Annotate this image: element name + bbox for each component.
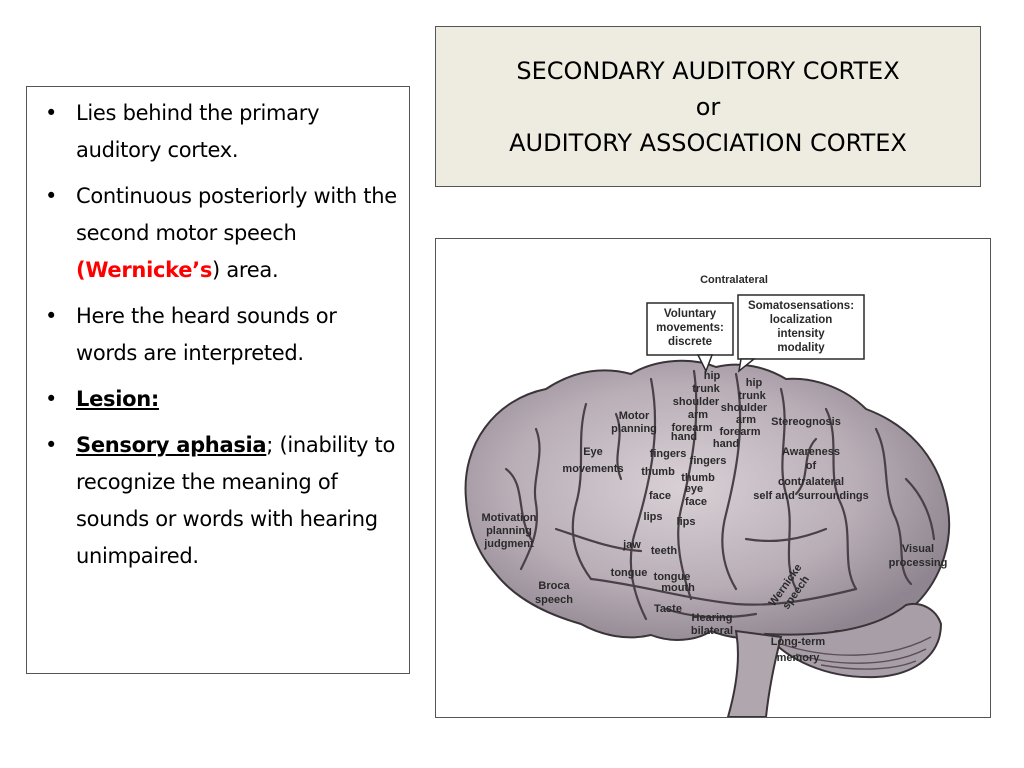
callout-right-line-1: Somatosensations: (748, 300, 854, 312)
motor-face: face (649, 490, 671, 502)
motor-forearm: forearm (672, 422, 713, 434)
awareness-line-2: of (806, 460, 817, 472)
broca-line-2: speech (535, 594, 573, 606)
bullet-text: Lies behind the primary auditory cortex. (76, 101, 320, 162)
memory-line-1: Long-term (771, 636, 826, 648)
motor-thumb: thumb (641, 466, 675, 478)
motor-jaw: jaw (622, 539, 641, 551)
sensory-fingers: fingers (690, 455, 727, 467)
callout-right-line-2: localization (770, 314, 833, 326)
bullet-item: • Lies behind the primary auditory corte… (45, 95, 403, 169)
awareness-line-4: self and surroundings (753, 490, 869, 502)
motor-arm: arm (688, 409, 708, 421)
memory-line-2: memory (777, 652, 821, 664)
bullet-dot-icon: • (45, 433, 58, 457)
title-line-2: or (695, 92, 721, 121)
bullet-text: area. (219, 258, 279, 282)
bullet-dot-icon: • (45, 304, 58, 328)
title-line-1: SECONDARY AUDITORY CORTEX (516, 56, 900, 85)
brainstem-shape (726, 629, 783, 717)
eye-movements-line-1: Eye (583, 446, 603, 458)
motor-shoulder: shoulder (673, 396, 720, 408)
sensory-strip-labels: hip trunk shoulder arm forearm hand fing… (651, 377, 768, 615)
bullet-text: ; (inability to recognize the meaning of… (76, 433, 396, 568)
motor-planning-line-1: Motor (619, 410, 650, 422)
cerebellum-folds (780, 636, 932, 670)
lesion-heading: Lesion: (76, 387, 159, 411)
broca-line-1: Broca (538, 580, 570, 592)
taste-label: Taste (654, 603, 682, 615)
bullet-text: Here the heard sounds or words are inter… (76, 304, 337, 365)
motor-strip-labels: hip trunk shoulder arm forearm hand fing… (611, 370, 721, 579)
bullet-item: • Continuous posteriorly with the second… (45, 178, 403, 289)
sensory-face: face (685, 496, 707, 508)
motivation-line-3: judgment (483, 538, 534, 550)
callout-right-line-3: intensity (777, 328, 825, 340)
visual-line-1: Visual (902, 543, 934, 555)
motor-planning-line-2: planning (611, 423, 657, 435)
motor-lips: lips (644, 511, 663, 523)
bullet-dot-icon: • (45, 184, 58, 208)
sensory-mouth: mouth (661, 582, 695, 594)
visual-line-2: processing (889, 557, 948, 569)
sensory-arm: arm (736, 414, 756, 426)
bullet-item: • Here the heard sounds or words are int… (45, 298, 403, 372)
bullet-text: Continuous posteriorly with the second m… (76, 184, 397, 245)
motor-trunk: trunk (692, 383, 720, 395)
sensory-shoulder: shoulder (721, 402, 768, 414)
motor-hip: hip (704, 370, 721, 382)
sensory-teeth: teeth (651, 545, 678, 557)
awareness-line-3: contralateral (778, 476, 844, 488)
brain-figure: Voluntary movements: discrete Somatosens… (435, 238, 991, 718)
bullet-dot-icon: • (45, 387, 58, 411)
title-line-3: AUDITORY ASSOCIATION CORTEX (509, 128, 907, 157)
motor-hand: hand (671, 431, 697, 443)
sensory-forearm: forearm (720, 426, 761, 438)
sensory-thumb: thumb (681, 472, 715, 484)
bullet-paren-open: ( (76, 258, 86, 282)
sensory-hand: hand (713, 438, 739, 450)
awareness-line-1: Awareness (782, 446, 840, 458)
bullet-text-box: • Lies behind the primary auditory corte… (26, 86, 410, 674)
callout-somatosensations: Somatosensations: localization intensity… (737, 294, 865, 373)
sensory-lips: lips (677, 516, 696, 528)
hearing-line-1: Hearing (692, 612, 733, 624)
gyri-folds (504, 369, 936, 621)
bullet-paren-close: ) (212, 258, 220, 282)
sensory-trunk: trunk (738, 390, 766, 402)
callout-left-line-1: Voluntary (664, 308, 717, 320)
bullet-item: • Lesion: (45, 381, 403, 418)
hearing-line-2: bilateral (691, 625, 733, 637)
bullet-list: • Lies behind the primary auditory corte… (45, 95, 403, 575)
cerebrum-shape (464, 359, 951, 641)
wernicke-highlight: Wernicke’s (85, 258, 213, 282)
contralateral-label: Contralateral (700, 274, 768, 286)
motivation-line-2: planning (486, 525, 532, 537)
slide-title-box: SECONDARY AUDITORY CORTEX or AUDITORY AS… (435, 26, 981, 187)
bullet-item: • Sensory aphasia; (inability to recogni… (45, 427, 403, 575)
sensory-hip: hip (746, 377, 763, 389)
motor-fingers: fingers (650, 448, 687, 460)
callout-left-line-2: movements: (656, 322, 724, 334)
brain-illustration: Voluntary movements: discrete Somatosens… (464, 274, 951, 717)
sensory-aphasia-term: Sensory aphasia (76, 433, 267, 457)
bullet-dot-icon: • (45, 101, 58, 125)
sensory-eye: eye (685, 483, 703, 495)
callout-voluntary-movements: Voluntary movements: discrete (646, 302, 734, 373)
eye-movements-line-2: movements (562, 463, 623, 475)
stereognosis-label: Stereognosis (771, 416, 841, 428)
callout-left-line-3: discrete (668, 336, 712, 348)
sensory-tongue: tongue (654, 571, 691, 583)
motivation-line-1: Motivation (482, 512, 537, 524)
callout-right-line-4: modality (777, 342, 825, 354)
motor-tongue: tongue (611, 567, 648, 579)
